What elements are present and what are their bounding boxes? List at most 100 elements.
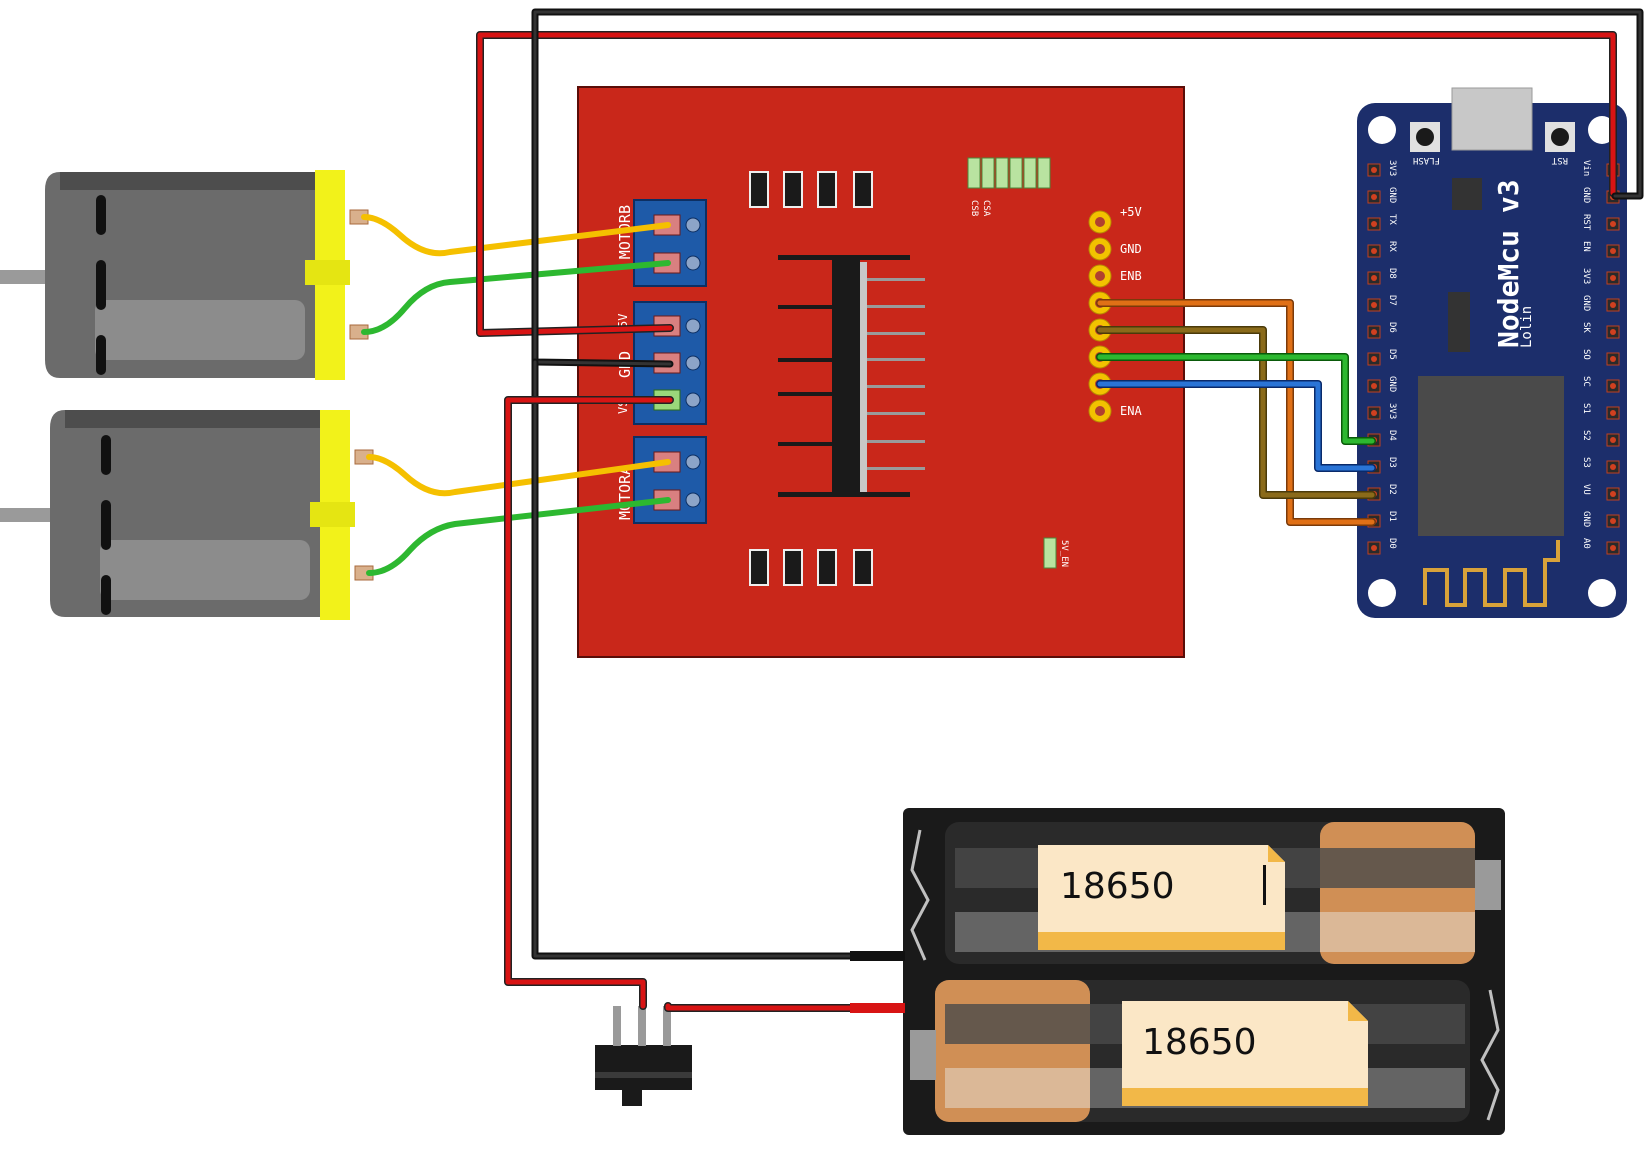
current-sense-jumpers: CSB CSA: [967, 157, 1051, 217]
label-motora: MOTORA: [616, 466, 634, 520]
nodemcu-pin-label: D8: [1387, 268, 1397, 279]
nodemcu-pin-label: RX: [1387, 241, 1397, 252]
nodemcu-pin-label: RST: [1581, 214, 1591, 231]
nodemcu-pin-dot: [1371, 383, 1377, 389]
wire-gnd-to-nodemcu: [533, 10, 1642, 366]
driver-bottom-components: [749, 549, 873, 586]
wire-switch-to-battery: [665, 1003, 863, 1011]
switch-body: [595, 1045, 692, 1090]
nodemcu-title: NodeMcu v3: [1492, 179, 1525, 348]
nodemcu-pin-dot: [1371, 302, 1377, 308]
wires: [361, 8, 1644, 1013]
nodemcu-pin-label: D3: [1387, 457, 1397, 468]
nodemcu-pin-dot: [1610, 464, 1616, 470]
nodemcu-pin-dot: [1610, 275, 1616, 281]
nodemcu-pin-label: 3V3: [1387, 403, 1397, 419]
nodemcu-pin-label: Vin: [1581, 160, 1591, 176]
nodemcu-pin-label: GND: [1387, 187, 1397, 203]
nodemcu-pin-dot: [1371, 194, 1377, 200]
nodemcu-pin-dot: [1610, 518, 1616, 524]
label-5v: 5V: [616, 314, 630, 328]
switch-slider[interactable]: [622, 1086, 642, 1106]
driver-ic-heatsink: [778, 255, 925, 497]
nodemcu-pin-label: SC: [1581, 376, 1591, 387]
dc-motor-bottom: [0, 410, 374, 620]
nodemcu-pin-label: EN: [1581, 241, 1591, 252]
nodemcu-pin-label: 3V3: [1387, 160, 1397, 176]
nodemcu-pin-label: S1: [1581, 403, 1591, 414]
nodemcu-pin-dot: [1371, 221, 1377, 227]
nodemcu-pin-label: D1: [1387, 511, 1397, 522]
usb-connector: [1451, 87, 1533, 151]
nodemcu-pin-dot: [1610, 491, 1616, 497]
pin-label-ena: ENA: [1120, 404, 1142, 418]
nodemcu-pin-label: SO: [1581, 349, 1591, 360]
pin-label-gnd: GND: [1120, 242, 1142, 256]
wire-motor-bottom-green: [366, 497, 671, 576]
nodemcu-pin-dot: [1610, 383, 1616, 389]
wire-green-d4: [1097, 354, 1375, 444]
motor-top-shaft: [0, 270, 50, 284]
nodemcu-pin-label: GND: [1581, 511, 1591, 527]
dc-motor-top: [0, 170, 369, 380]
wire-motor-top-green: [361, 260, 671, 335]
jumper-label-csb: CSB: [969, 200, 979, 216]
wire-gnd-to-battery: [533, 360, 870, 958]
battery-holder: 18650 18650: [903, 808, 1505, 1135]
nodemcu-pin-label: D2: [1387, 484, 1397, 495]
nodemcu-pin-label: VU: [1581, 484, 1591, 495]
wire-vs-to-switch: [505, 397, 673, 1009]
nodemcu-pin-label: D6: [1387, 322, 1397, 333]
wire-blue-d3: [1097, 381, 1375, 471]
wire-motor-bottom-yellow: [366, 454, 671, 497]
svg-text:FLASH: FLASH: [1413, 155, 1440, 165]
wire-orange-d1: [1097, 300, 1375, 525]
nodemcu-pin-label: 3V3: [1581, 268, 1591, 284]
nodemcu-pin-dot: [1610, 221, 1616, 227]
flash-button[interactable]: FLASH: [1410, 122, 1440, 165]
battery-cell-1: 18650: [945, 822, 1501, 964]
motor-bottom-shaft: [0, 508, 50, 522]
battery-cell-2: 18650: [910, 980, 1470, 1122]
jumper-label-csa: CSA: [981, 200, 991, 217]
battery-cell-1-label: 18650: [1060, 866, 1175, 907]
nodemcu-pin-dot: [1610, 248, 1616, 254]
terminal-block-motorb: MOTORB: [616, 199, 707, 287]
wire-olive-d2: [1097, 327, 1375, 498]
rst-button[interactable]: RST: [1545, 122, 1575, 165]
nodemcu-subtitle: Lolin: [1519, 306, 1535, 348]
nodemcu-pin-dot: [1610, 329, 1616, 335]
nodemcu-pin-label: SK: [1581, 322, 1591, 333]
nodemcu-pin-dot: [1610, 545, 1616, 551]
esp-module-shield: [1418, 376, 1564, 536]
wire-motor-top-yellow: [361, 214, 671, 257]
nodemcu-pin-dot: [1371, 545, 1377, 551]
5v-enable-jumper: 5V_EN: [1043, 537, 1069, 569]
nodemcu-pin-dot: [1371, 248, 1377, 254]
nodemcu-pin-label: TX: [1387, 214, 1397, 225]
nodemcu-board: FLASH RST NodeMcu v3 Lolin 3V3GNDTXRXD8D…: [1357, 87, 1627, 618]
nodemcu-pin-dot: [1371, 275, 1377, 281]
nodemcu-pin-label: S2: [1581, 430, 1591, 441]
nodemcu-pin-dot: [1371, 329, 1377, 335]
nodemcu-pin-dot: [1371, 167, 1377, 173]
wire-5v-to-vin: [477, 32, 1616, 336]
pcb-antenna: [1423, 540, 1560, 607]
nodemcu-pin-label: GND: [1581, 295, 1591, 311]
nodemcu-pin-dot: [1610, 302, 1616, 308]
nodemcu-pin-label: GND: [1581, 187, 1591, 203]
nodemcu-pin-label: D5: [1387, 349, 1397, 360]
slide-switch[interactable]: [595, 1006, 692, 1106]
nodemcu-pin-label: GND: [1387, 376, 1397, 392]
pin-label-enb: ENB: [1120, 269, 1142, 283]
nodemcu-pin-dot: [1610, 356, 1616, 362]
battery-cell-2-label: 18650: [1142, 1022, 1257, 1063]
nodemcu-pin-dot: [1371, 356, 1377, 362]
nodemcu-pin-dot: [1610, 437, 1616, 443]
nodemcu-pin-dot: [1610, 410, 1616, 416]
nodemcu-pin-label: D4: [1387, 430, 1397, 441]
svg-text:RST: RST: [1551, 155, 1568, 165]
nodemcu-pin-label: S3: [1581, 457, 1591, 468]
driver-header-pins: +5V GND ENB ENA: [1088, 205, 1142, 423]
